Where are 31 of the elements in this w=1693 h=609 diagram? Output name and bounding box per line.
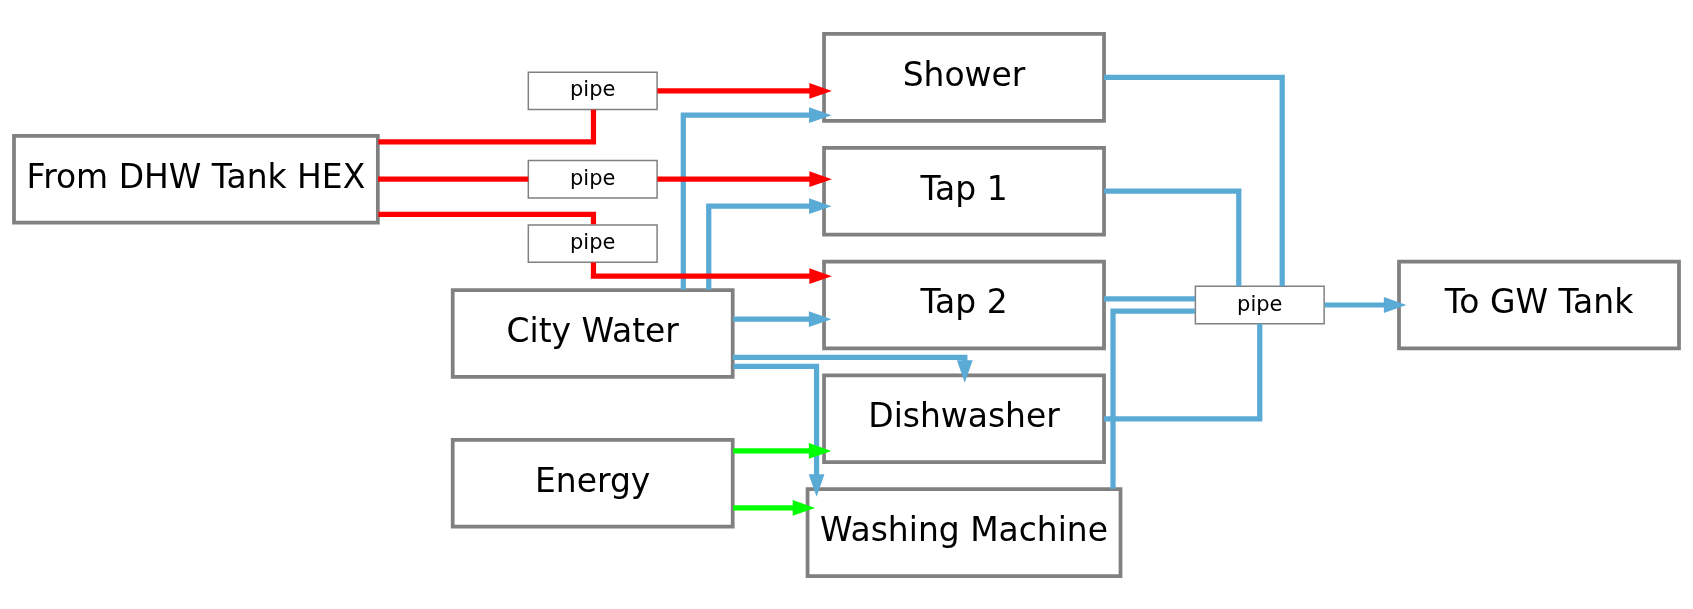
node-box: City Water — [450, 287, 735, 379]
arrow — [733, 310, 832, 327]
connector — [1104, 323, 1263, 421]
arrow — [657, 170, 832, 187]
arrow — [733, 442, 832, 459]
node-box: pipe — [527, 70, 658, 110]
connector — [378, 176, 529, 182]
connector — [1104, 74, 1285, 286]
connector — [1104, 188, 1242, 286]
node-box: Dishwasher — [822, 373, 1106, 464]
node-box: Energy — [450, 437, 735, 528]
arrow — [732, 354, 973, 383]
node-box: Tap 1 — [822, 145, 1106, 236]
node-box: Washing Machine — [805, 486, 1123, 578]
connector — [1104, 295, 1196, 301]
connector — [378, 211, 597, 224]
node-box: pipe — [527, 223, 658, 263]
arrow — [657, 82, 832, 99]
node-box: pipe — [527, 159, 658, 199]
node-box: Shower — [822, 31, 1106, 123]
arrow — [706, 197, 832, 290]
arrow — [590, 262, 832, 284]
connector — [1110, 308, 1195, 489]
arrow — [680, 106, 832, 290]
arrow — [733, 363, 825, 497]
node-box: To GW Tank — [1397, 259, 1681, 350]
arrow — [733, 499, 816, 516]
node-box: pipe — [1194, 285, 1325, 324]
node-box: Tap 2 — [822, 259, 1106, 350]
arrow — [1324, 296, 1407, 313]
node-box: From DHW Tank HEX — [12, 133, 380, 224]
